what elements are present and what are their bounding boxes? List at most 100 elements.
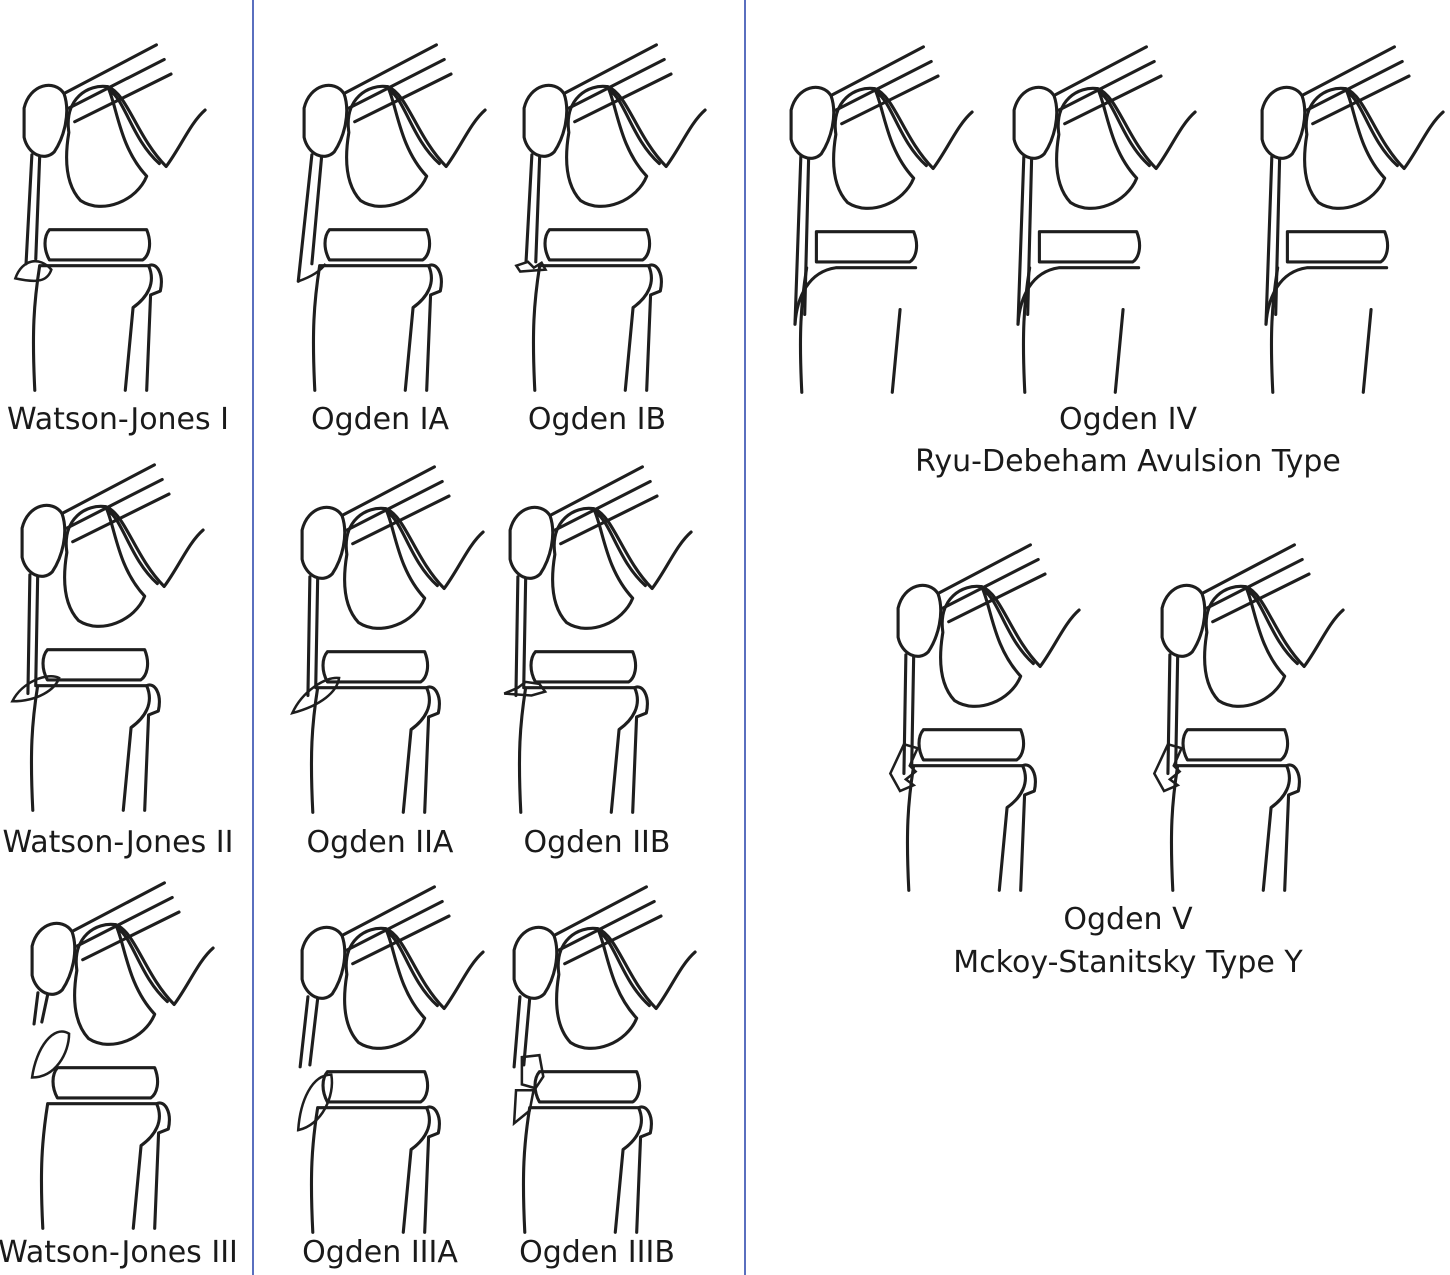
- patella: [896, 583, 943, 658]
- patellar-tendon: [512, 995, 532, 1069]
- femoral-condyle: [1303, 86, 1387, 210]
- quadriceps-tendon: [936, 543, 1047, 624]
- patella: [302, 83, 349, 158]
- tibial-metaphysis: [521, 1106, 643, 1234]
- femur-physis-line: [1098, 91, 1151, 168]
- y-fracture-fragment: [1152, 742, 1184, 793]
- patella: [30, 921, 77, 996]
- tibial-epiphysis: [51, 1066, 160, 1100]
- femur-posterior: [1344, 87, 1445, 171]
- tibial-epiphysis: [529, 650, 638, 684]
- tibial-epiphysis: [41, 648, 150, 682]
- tibial-epiphysis: [814, 230, 919, 264]
- femur-posterior: [1244, 585, 1345, 669]
- patellar-tendon: [298, 995, 320, 1069]
- patellar-tendon: [524, 153, 542, 264]
- tibial-epiphysis: [43, 228, 152, 262]
- quadriceps-tendon: [62, 43, 173, 124]
- comminuted-fragment: [503, 680, 548, 697]
- femur-physis-line: [598, 931, 651, 1008]
- knee-sagittal-drawing: [30, 881, 215, 1230]
- patellar-tendon: [514, 575, 528, 698]
- quadriceps-tendon: [1300, 45, 1411, 126]
- displaced-fragment: [30, 1030, 71, 1079]
- tibial-metaphysis: [39, 1102, 161, 1230]
- tibial-metaphysis: [309, 1106, 431, 1234]
- tibial-metaphysis: [1264, 266, 1389, 394]
- patellar-tendon: [24, 153, 42, 266]
- patella: [508, 505, 555, 580]
- femoral-condyle: [565, 84, 649, 208]
- knee-sagittal-drawing: [296, 43, 487, 392]
- panel-caption: Watson-Jones I: [6, 402, 230, 437]
- femur-physis-line: [116, 927, 169, 1004]
- panel-caption: Ogden IA: [310, 402, 450, 437]
- femur-posterior: [596, 927, 697, 1011]
- articular-fragment: [296, 1073, 334, 1132]
- femur-posterior: [384, 927, 485, 1011]
- tibial-epiphysis: [1285, 230, 1390, 264]
- tibial-epiphysis: [917, 728, 1026, 762]
- quadriceps-tendon: [552, 885, 663, 966]
- fibula: [425, 263, 443, 392]
- femoral-condyle: [63, 504, 147, 628]
- panel-caption: Ogden IIB: [523, 825, 671, 860]
- fibula: [423, 1105, 441, 1234]
- femur-posterior: [980, 585, 1081, 669]
- knee-sagittal-drawing: [290, 465, 485, 814]
- femur-posterior: [106, 85, 207, 169]
- femoral-condyle: [1055, 86, 1139, 210]
- tibial-metaphysis: [31, 264, 153, 392]
- femur-physis-line: [608, 89, 661, 166]
- y-fracture-fragment: [888, 742, 920, 793]
- column-divider-right: [744, 0, 746, 1275]
- fibula: [1283, 763, 1301, 892]
- fibula: [631, 685, 649, 814]
- panel-caption-line-2: Ryu-Debeham Avulsion Type: [915, 444, 1341, 479]
- femur-physis-line: [108, 89, 161, 166]
- column-divider-left: [252, 0, 254, 1275]
- femur-posterior: [606, 85, 707, 169]
- femoral-condyle: [345, 84, 429, 208]
- femur-posterior: [384, 507, 485, 591]
- femoral-condyle: [551, 506, 635, 630]
- patella: [22, 83, 69, 158]
- femur-posterior: [114, 923, 215, 1007]
- tibial-metaphysis: [531, 264, 653, 392]
- quadriceps-tendon: [342, 43, 453, 124]
- quadriceps-tendon: [70, 881, 181, 962]
- patella: [300, 505, 347, 580]
- femur-physis-line: [106, 509, 159, 586]
- knee-sagittal-drawing: [1152, 543, 1345, 892]
- femoral-condyle: [343, 506, 427, 630]
- knee-sagittal-drawing: [789, 45, 974, 394]
- tibial-metaphysis: [793, 266, 918, 394]
- panel-caption: Ogden IIA: [306, 825, 454, 860]
- patella: [1260, 85, 1307, 160]
- fibula: [153, 1101, 171, 1230]
- patellar-tendon: [32, 991, 50, 1026]
- quadriceps-tendon: [829, 45, 940, 126]
- knee-sagittal-drawing: [10, 463, 205, 812]
- panel-caption-line-1: Ogden IV: [1058, 402, 1198, 437]
- fibula: [423, 685, 441, 814]
- knee-sagittal-drawing: [1260, 45, 1445, 394]
- femur-posterior: [1096, 87, 1197, 171]
- femur-posterior: [104, 505, 205, 589]
- tibial-epiphysis: [321, 1070, 430, 1104]
- articular-fragment-upper: [520, 1053, 545, 1090]
- fibula: [1019, 763, 1037, 892]
- quadriceps-tendon: [1200, 543, 1311, 624]
- femur-physis-line: [386, 931, 439, 1008]
- avulsed-fragment: [13, 260, 53, 283]
- tibial-epiphysis: [533, 1070, 642, 1104]
- quadriceps-tendon: [1052, 45, 1163, 126]
- femur-posterior: [386, 85, 487, 169]
- quadriceps-tendon: [562, 43, 673, 124]
- fibula: [635, 1105, 653, 1234]
- knee-sagittal-drawing: [503, 465, 693, 814]
- femur-physis-line: [1246, 589, 1299, 666]
- patellar-tendon: [26, 573, 40, 696]
- fibula: [143, 683, 161, 812]
- quadriceps-tendon: [340, 885, 451, 966]
